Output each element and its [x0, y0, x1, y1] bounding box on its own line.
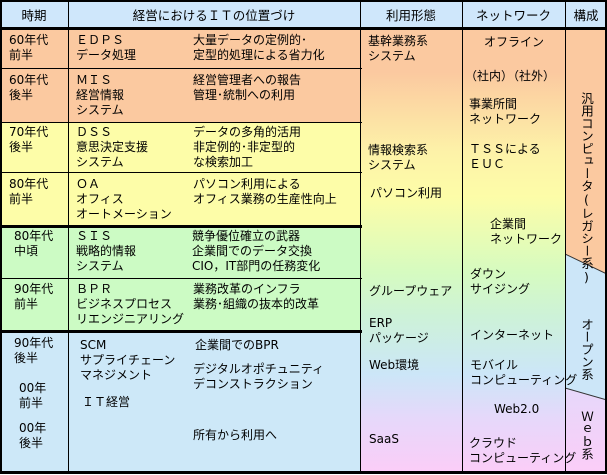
- row-60s-late: [0, 68, 360, 122]
- network-item: Web2.0: [494, 402, 540, 416]
- border-bottom: [0, 471, 607, 474]
- system-label: SCM サプライチェーン マネジメント: [80, 338, 176, 382]
- config-column: [565, 28, 607, 472]
- network-item: インターネット: [470, 328, 555, 342]
- col-divider: [462, 0, 463, 472]
- row-divider-thick: [0, 330, 362, 333]
- border-left: [0, 0, 2, 474]
- usage-item: パソコン利用: [370, 186, 443, 200]
- row-90s-late-00s: [0, 331, 360, 472]
- system-label: ＭＩＳ 経営情報 システム: [76, 73, 125, 117]
- col-divider: [68, 0, 69, 472]
- period-label: 70年代 後半: [9, 125, 49, 154]
- header-config: 構成: [565, 0, 607, 28]
- row-70s-late: [0, 122, 360, 172]
- usage-item: ERP パッケージ: [369, 316, 429, 345]
- config-legacy: 汎用コンピュータ(レガシー系): [579, 92, 594, 285]
- network-item: クラウド コンピューティング: [469, 436, 577, 465]
- usage-item: Web環境: [369, 358, 420, 372]
- desc-label: パソコン利用による オフィス業務の生産性向上: [193, 177, 337, 206]
- usage-item: SaaS: [369, 432, 399, 446]
- row-divider: [0, 122, 362, 123]
- network-item: ＴＳＳによる ＥＵＣ: [469, 142, 541, 171]
- desc-label: 所有から利用へ: [193, 428, 278, 442]
- network-item: オフライン: [484, 35, 545, 49]
- row-divider: [0, 68, 362, 69]
- row-80s-early: [0, 172, 360, 226]
- config-web: Ｗｅｂ系: [579, 410, 594, 460]
- system-label: ＢＰＲ ビジネスプロセス リエンジニアリング: [76, 282, 185, 326]
- desc-label: 経営管理者への報告 管理･統制への利用: [193, 73, 302, 102]
- system-label: ＯＡ オフィス オートメーション: [76, 177, 172, 221]
- usage-item: 情報検索系 システム: [368, 143, 429, 172]
- desc-label: デジタルオポチュニティ デコンストラクション: [193, 362, 325, 391]
- header-divider: [0, 27, 607, 30]
- desc-label: 業務改革のインフラ 業務･組織の抜本的改革: [193, 282, 320, 311]
- row-90s-early: [0, 278, 360, 331]
- row-divider: [0, 278, 362, 279]
- network-item: ダウン サイジング: [470, 267, 531, 296]
- usage-item: グループウェア: [369, 284, 453, 298]
- period-label: 00年 後半: [19, 421, 47, 450]
- period-label: 90年代 前半: [14, 282, 54, 311]
- network-item: （社内）（社外）: [465, 69, 556, 83]
- desc-label: 企業間でのBPR: [195, 338, 279, 352]
- header-network: ネットワーク: [462, 0, 565, 28]
- network-item: 企業間 ネットワーク: [490, 217, 563, 246]
- header-usage: 利用形態: [360, 0, 462, 28]
- system-label: ＤＳＳ 意思決定支援 システム: [76, 125, 149, 169]
- header-period: 時期: [0, 0, 68, 28]
- period-label: 60年代 後半: [9, 73, 49, 102]
- system-label: ＥＤＰＳ データ処理: [76, 33, 137, 62]
- period-label: 90年代 後半: [14, 336, 54, 365]
- system-label: ＳＩＳ 戦略的情報 システム: [76, 229, 137, 273]
- period-label: 80年代 中頃: [14, 229, 54, 258]
- system-label: ＩＴ経営: [82, 395, 131, 409]
- network-item: モバイル コンピューティング: [470, 358, 578, 387]
- row-divider: [0, 172, 362, 173]
- row-divider-thick: [0, 225, 362, 228]
- row-80s-mid: [0, 226, 360, 278]
- col-divider: [565, 0, 566, 472]
- period-label: 00年 前半: [19, 381, 47, 410]
- border-top: [0, 0, 607, 2]
- border-right: [605, 0, 607, 474]
- period-label: 60年代 前半: [9, 33, 49, 62]
- config-open: オープン系: [579, 318, 594, 381]
- header-it-position: 経営におけるＩＴの位置づけ: [68, 0, 360, 28]
- network-item: 事業所間 ネットワーク: [469, 97, 542, 126]
- usage-item: 基幹業務系 システム: [368, 34, 429, 63]
- desc-label: 競争優位確立の武器 企業間でのデータ交換 CIO，IT部門の任務変化: [192, 229, 321, 273]
- row-60s-early: [0, 28, 360, 68]
- col-divider: [360, 0, 361, 472]
- desc-label: 大量データの定例的･ 定型的処理による省力化: [193, 33, 325, 62]
- period-label: 80年代 前半: [9, 177, 49, 206]
- desc-label: データの多角的活用 非定例的･非定型的 な検索加工: [193, 125, 302, 169]
